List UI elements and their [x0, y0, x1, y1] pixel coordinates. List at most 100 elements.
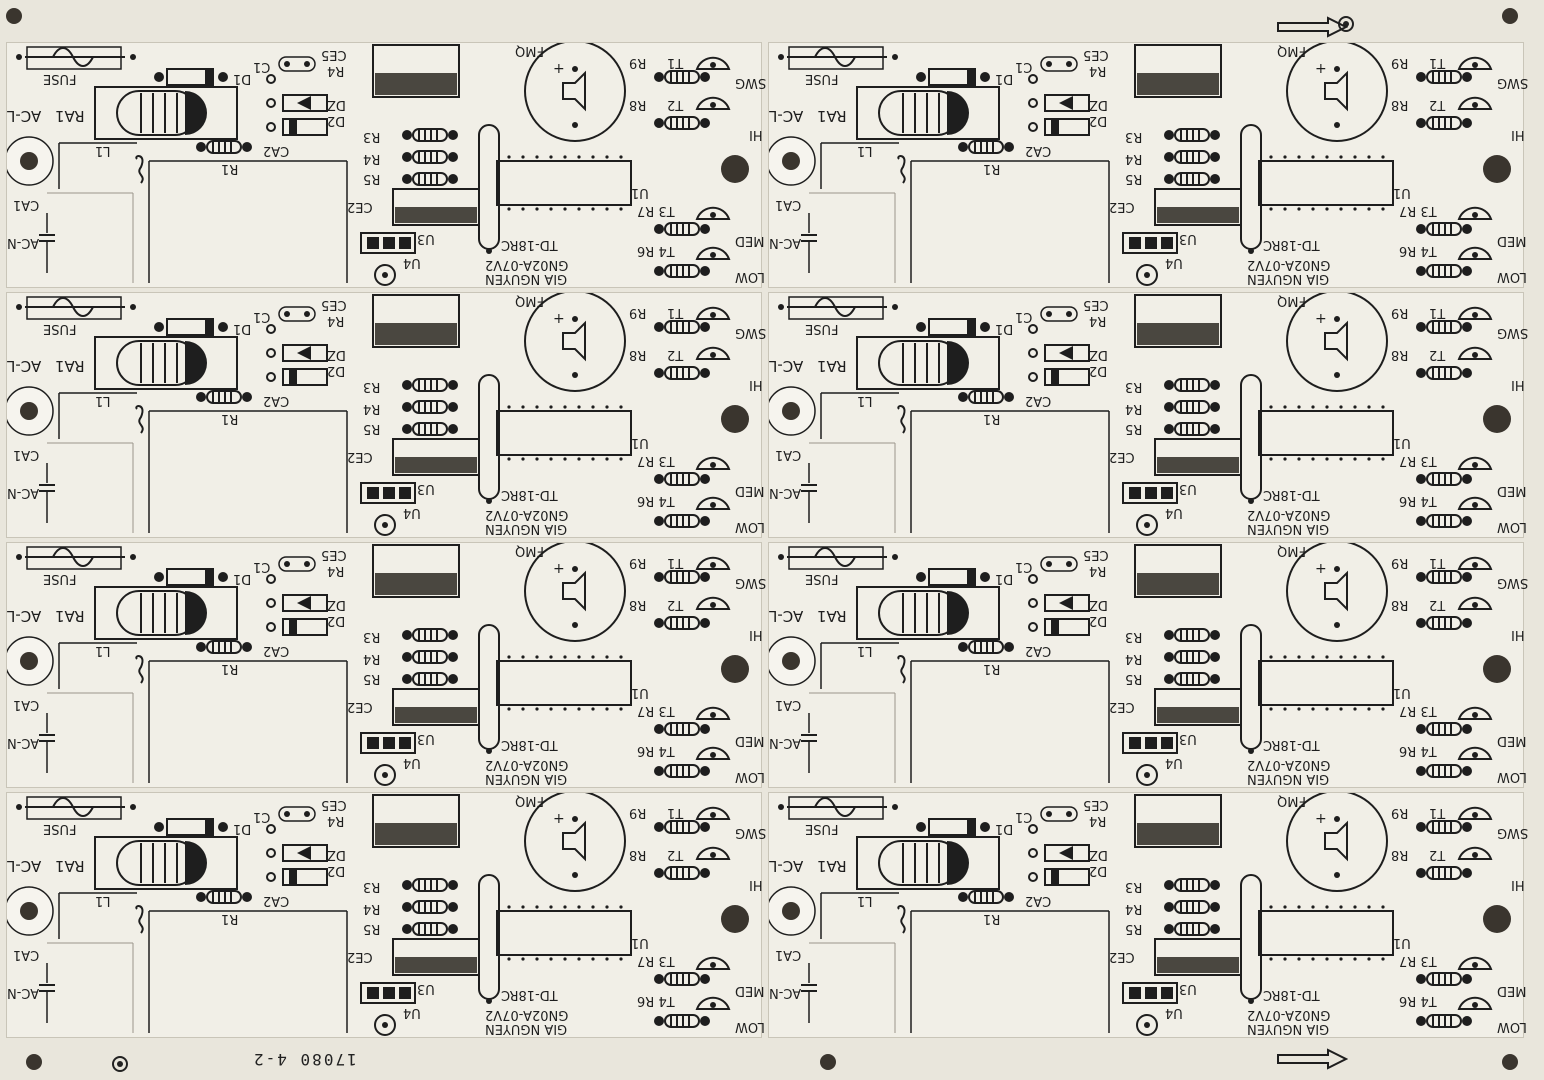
pad-1 [266, 74, 276, 84]
direction-arrow-icon [1277, 1048, 1348, 1070]
buzzer-dot-top [572, 316, 578, 322]
label-r4-top: R4 [327, 63, 345, 78]
hole-right [721, 155, 749, 183]
label-low: LOW [1497, 1019, 1527, 1034]
label-hi: HI [749, 127, 763, 142]
u1-pin-top [1339, 405, 1343, 409]
r5-pad-b [1210, 424, 1220, 434]
label-fuse: FUSE [43, 821, 77, 836]
r4-pad-b [448, 652, 458, 662]
label-fuse: FUSE [805, 71, 839, 86]
ce2-outline [1154, 438, 1242, 476]
u3-pin [367, 987, 379, 999]
ce5-outline [1134, 294, 1222, 348]
label-r9: R9 [1391, 555, 1409, 570]
r6-pad-b [1462, 1016, 1472, 1026]
u1-pin-bottom [619, 707, 623, 711]
u1-outline [496, 660, 632, 706]
buzzer-plus: + [1315, 811, 1327, 827]
label-td: TD-18RC [1263, 737, 1320, 752]
label-td: TD-18RC [1263, 487, 1320, 502]
label-r3: R3 [1125, 629, 1143, 644]
u1-pin-bottom [605, 707, 609, 711]
r7-pad-a [1416, 224, 1426, 234]
mount-hole [20, 902, 38, 920]
pad-2 [1028, 848, 1038, 858]
u1-pin-bottom [1297, 957, 1301, 961]
u1-pin-top [1283, 905, 1287, 909]
ce2-hatch [395, 957, 477, 973]
u1-pin-bottom [1367, 457, 1371, 461]
fuse-outline [788, 796, 884, 820]
buzzer-plus: + [1315, 561, 1327, 577]
u1-outline [496, 160, 632, 206]
label-u3: U3 [417, 231, 435, 246]
tooling-hole [1502, 1054, 1518, 1070]
u1-pin-bottom [535, 457, 539, 461]
r9-pad-b [700, 322, 710, 332]
c1-pad-a [1046, 811, 1052, 817]
u1-pin-bottom [1353, 207, 1357, 211]
label-t4r6: T4 R6 [1399, 243, 1437, 258]
label-ca2: CA2 [263, 643, 290, 658]
hole-right [1483, 905, 1511, 933]
label-gia: GIA NGUYEN [1247, 271, 1330, 286]
relay-outline [94, 86, 238, 140]
label-gno: GN02A-07V2 [1247, 757, 1331, 772]
label-fuse: FUSE [805, 571, 839, 586]
u1-pin-top [563, 155, 567, 159]
r8-pad-b [1462, 118, 1472, 128]
capsule-dot [486, 998, 492, 1004]
label-r4-top: R4 [327, 313, 345, 328]
label-t1: T1 [667, 555, 684, 570]
buzzer-dot-top [1334, 566, 1340, 572]
label-swg: SWG [1497, 825, 1529, 840]
label-d2: D2 [327, 863, 346, 878]
u1-pin-top [563, 655, 567, 659]
fuse-outline [26, 296, 122, 320]
relay-cap [947, 841, 969, 885]
r7-pad-b [1462, 474, 1472, 484]
c1-body [1040, 306, 1078, 322]
t1-outline [1457, 556, 1493, 570]
r3-pad-b [1210, 880, 1220, 890]
t3-outline [695, 206, 731, 220]
r4-pad-b [448, 152, 458, 162]
pad-2 [266, 98, 276, 108]
u3-pin [1145, 987, 1157, 999]
r3-pad-b [448, 630, 458, 640]
u1-pin-bottom [591, 957, 595, 961]
t4-dot [1472, 752, 1478, 758]
r7-pad-b [700, 474, 710, 484]
label-ce2: CE2 [347, 699, 373, 714]
label-r3: R3 [1125, 379, 1143, 394]
label-u4: U4 [1165, 755, 1183, 770]
t4-dot [1472, 252, 1478, 258]
fuse-symbol [814, 797, 856, 817]
t1-dot [710, 812, 716, 818]
pad-3 [1028, 372, 1038, 382]
fuse-pad-b [892, 554, 898, 560]
label-gia: GIA NGUYEN [1247, 521, 1330, 536]
r3-pad-b [448, 380, 458, 390]
label-u4: U4 [403, 1005, 421, 1020]
label-hi: HI [1511, 627, 1525, 642]
label-u4: U4 [403, 255, 421, 270]
fuse-pad-b [130, 554, 136, 560]
t1-dot [710, 312, 716, 318]
label-r4: R4 [363, 151, 381, 166]
pad-3 [266, 622, 276, 632]
pad-2 [1028, 598, 1038, 608]
u1-pin-top [605, 405, 609, 409]
label-c1: C1 [1015, 559, 1033, 574]
r7-pad-b [1462, 224, 1472, 234]
r7-pad-b [700, 724, 710, 734]
r1-pad-a [958, 142, 968, 152]
r9-pad-a [654, 72, 664, 82]
t4-dot [710, 252, 716, 258]
buzzer-plus: + [553, 561, 565, 577]
ce5-hatch [1137, 323, 1219, 345]
t3-outline [1457, 456, 1493, 470]
u1-pin-bottom [1297, 707, 1301, 711]
